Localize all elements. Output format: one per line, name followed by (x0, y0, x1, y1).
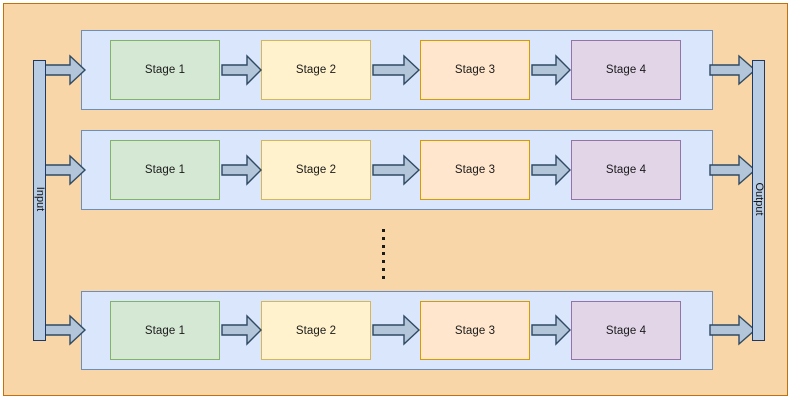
row-3-input-arrow-icon (41, 314, 87, 346)
row-3-output-arrow-icon (709, 314, 757, 346)
ellipsis-dot (381, 268, 385, 272)
row-3-stage-1-label: Stage 1 (144, 324, 186, 337)
row-3-stage-4-box[interactable]: Stage 4 (571, 301, 681, 360)
row-2-stage-2-box[interactable]: Stage 2 (261, 140, 371, 200)
row-1-stage-4-box[interactable]: Stage 4 (571, 40, 681, 100)
row-1-stage-3-box[interactable]: Stage 3 (420, 40, 530, 100)
row-1-output-arrow-icon (709, 54, 757, 86)
output-label: Output (753, 182, 765, 216)
ellipsis-dot (381, 229, 385, 232)
row-3-stage-1-box[interactable]: Stage 1 (110, 301, 220, 360)
row-3-stage-3-label: Stage 3 (454, 324, 496, 337)
row-1-arrow-2-icon (372, 54, 421, 86)
row-2-stage-1-box[interactable]: Stage 1 (110, 140, 220, 200)
row-3-stage-2-label: Stage 2 (295, 324, 337, 337)
row-2-stage-3-label: Stage 3 (454, 164, 496, 176)
output-bus-bar[interactable] (752, 60, 765, 341)
row-1-stage-1-box[interactable]: Stage 1 (110, 40, 220, 100)
ellipsis-dot (381, 260, 385, 264)
row-1-stage-2-label: Stage 2 (295, 64, 337, 76)
row-2-stage-3-box[interactable]: Stage 3 (420, 140, 530, 200)
ellipsis-dot (381, 236, 385, 240)
row-2-input-arrow-icon (41, 154, 87, 186)
row-2-stage-2-label: Stage 2 (295, 164, 337, 176)
ellipsis-dot (381, 252, 385, 256)
row-2-stage-4-label: Stage 4 (605, 164, 647, 176)
ellipsis-dot (381, 244, 385, 248)
row-1-stage-1-label: Stage 1 (144, 64, 186, 76)
input-label: Input (34, 186, 46, 212)
row-1-stage-3-label: Stage 3 (454, 64, 496, 76)
row-3-arrow-2-icon (372, 314, 421, 346)
rows-ellipsis (378, 229, 388, 279)
row-1-stage-2-box[interactable]: Stage 2 (261, 40, 371, 100)
row-2-stage-1-label: Stage 1 (144, 164, 186, 176)
row-3-stage-3-box[interactable]: Stage 3 (420, 301, 530, 360)
row-3-arrow-3-icon (531, 314, 571, 346)
row-1-input-arrow-icon (41, 54, 87, 86)
row-2-output-arrow-icon (709, 154, 757, 186)
row-3-arrow-1-icon (221, 314, 262, 346)
row-3-stage-4-label: Stage 4 (605, 324, 647, 337)
row-2-arrow-1-icon (221, 154, 262, 186)
ellipsis-dot (381, 275, 385, 279)
row-1-stage-4-label: Stage 4 (605, 64, 647, 76)
row-1-arrow-3-icon (531, 54, 571, 86)
input-bus-bar[interactable] (33, 60, 46, 341)
row-3-stage-2-box[interactable]: Stage 2 (261, 301, 371, 360)
row-2-arrow-3-icon (531, 154, 571, 186)
row-2-stage-4-box[interactable]: Stage 4 (571, 140, 681, 200)
row-1-arrow-1-icon (221, 54, 262, 86)
row-2-arrow-2-icon (372, 154, 421, 186)
